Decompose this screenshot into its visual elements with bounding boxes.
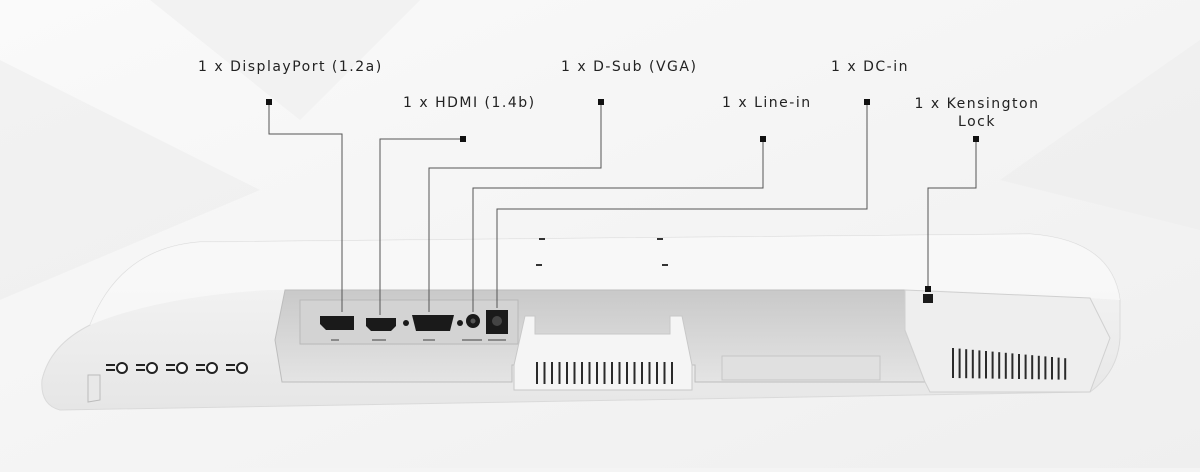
vent-slot [573,362,576,384]
line-in-leader [472,139,764,312]
vent-slot [1024,354,1027,380]
port-silk-marks [331,339,506,341]
vent-slot [991,351,994,379]
vent-slot [596,362,598,384]
vent-slot [1044,356,1047,380]
displayport-label: 1 x DisplayPort (1.2a) [198,59,383,75]
hdmi-connector [366,318,396,331]
vent-slot [1037,355,1040,380]
vent-slot [952,348,954,378]
vent-slot [551,362,553,384]
power-switch [87,374,101,403]
dc-in-jack [486,310,508,334]
vent-slot [663,362,666,384]
vent-slot [611,362,613,384]
leader-anchors [266,99,979,292]
osd-button [226,362,248,374]
vent-slot [626,362,628,384]
vent-slot [965,349,968,379]
vent-slot [998,352,1001,379]
kensington-label-line-2: Lock [958,114,996,130]
vent-slot [656,362,658,384]
vent-slot [971,349,974,379]
mount-vents [536,362,673,384]
dc-in-leader [496,102,868,308]
background-facet [0,60,260,300]
kensington-label: 1 x Kensington Lock [912,95,1042,131]
kensington-slot [923,294,933,303]
kensington-leader [927,139,977,290]
hdmi-label: 1 x HDMI (1.4b) [403,95,536,111]
vent-slot [1031,355,1034,380]
osd-button [136,362,158,374]
vent-slot [958,348,961,379]
vent-slot [1018,354,1020,379]
vent-slot [618,362,621,384]
vent-slot [603,362,606,384]
osd-button [106,362,128,374]
monitor-top-surface [90,234,1120,325]
vga-label: 1 x D-Sub (VGA) [561,59,698,75]
vent-slot [1057,357,1060,380]
line-in-label: 1 x Line-in [722,95,812,111]
vent-slot [1064,358,1067,380]
side-vents [952,348,1067,380]
dc-in-label: 1 x DC-in [831,59,909,75]
vent-slot [588,362,591,384]
line-in-jack [466,314,480,328]
displayport-connector [320,316,354,330]
vent-slot [671,362,673,384]
vent-slot [978,350,981,379]
vent-slot [566,362,568,384]
vent-slot [543,362,546,384]
vesa-marks [536,238,668,266]
vent-slot [648,362,651,384]
vent-slot [536,362,538,384]
osd-buttons [106,362,248,374]
osd-button [196,362,218,374]
vent-slot [641,362,643,384]
right-housing [904,289,1111,393]
vent-slot [633,362,636,384]
background-facet [1000,40,1200,230]
vga-leader [428,102,602,312]
vent-slot [1004,352,1007,379]
vent-slot [581,362,583,384]
kensington-label-line-1: 1 x Kensington [914,96,1040,112]
vent-slot [1011,353,1014,379]
hdmi-leader [379,138,463,315]
leader-lines [268,102,977,315]
displayport-leader [268,102,343,312]
osd-button [166,362,188,374]
background-facet [150,0,420,120]
vent-slot [985,351,987,379]
vga-connector [403,315,463,331]
vent-slot [558,362,561,384]
label-plate [721,355,881,381]
vent-slot [1051,357,1053,380]
